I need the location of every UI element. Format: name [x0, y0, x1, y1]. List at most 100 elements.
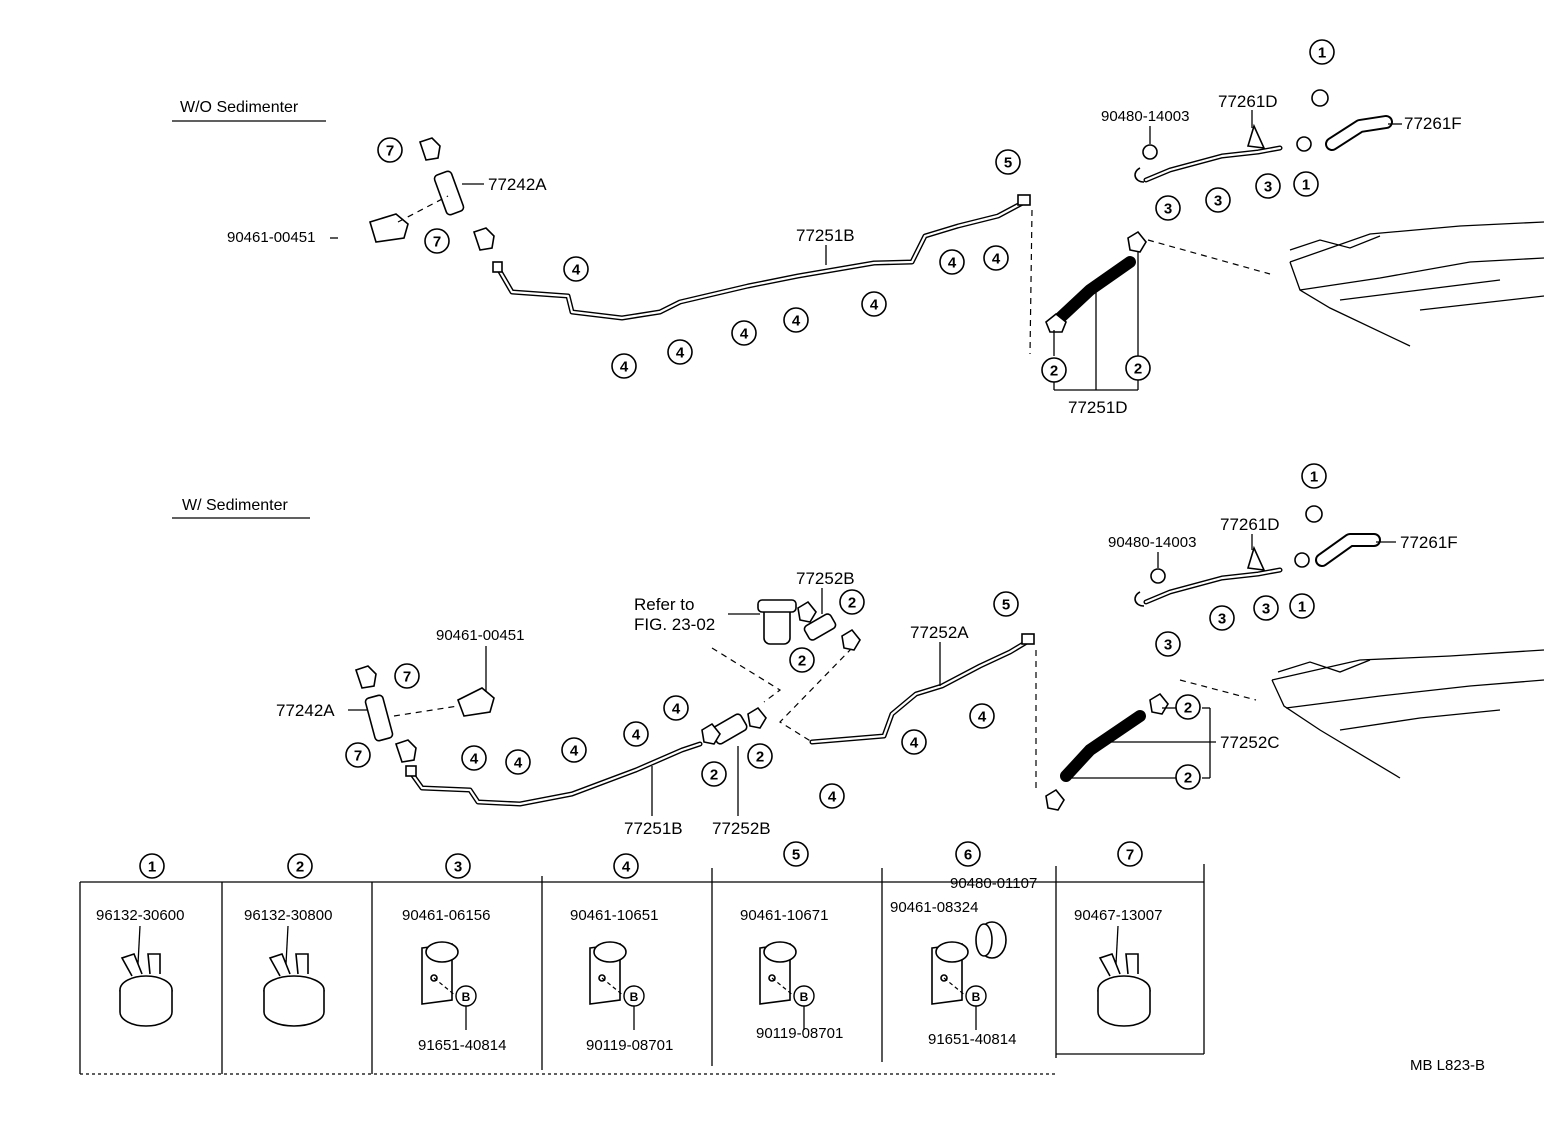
callout-ref-1: 1: [1309, 39, 1335, 65]
refer-to-text: Refer to: [634, 595, 694, 614]
legend-ref-2: 2: [287, 853, 313, 879]
clip-1: [1296, 136, 1312, 152]
label-77242A: 77242A: [276, 701, 335, 720]
callout-ref-4: 4: [461, 745, 487, 771]
label-77251B: 77251B: [796, 226, 855, 245]
svg-text:2: 2: [1134, 361, 1142, 378]
svg-text:2: 2: [296, 859, 304, 876]
legend-part-number: 90461-08324: [890, 899, 978, 916]
callout-ref-4: 4: [861, 291, 887, 317]
svg-text:4: 4: [992, 251, 1001, 268]
svg-text:B: B: [462, 990, 471, 1004]
hose-77252B: [803, 613, 837, 641]
legend-ref-3: 3: [445, 853, 471, 879]
fuel-tank-sketch: [1289, 221, 1544, 347]
legend-ref-1: 1: [139, 853, 165, 879]
svg-text:3: 3: [1164, 637, 1172, 654]
section-heading-with: W/ Sedimenter: [182, 497, 288, 514]
grommet-90480-14003: [1150, 568, 1166, 584]
legend-cells: 196132-30600296132-30800390461-06156B916…: [96, 841, 1162, 1054]
svg-text:4: 4: [828, 789, 837, 806]
clip-2: [747, 706, 767, 729]
svg-text:2: 2: [710, 767, 718, 784]
svg-text:5: 5: [1002, 597, 1010, 614]
legend-bolt-number: 90119-08701: [586, 1037, 673, 1054]
clip-7-upper: [418, 137, 441, 161]
svg-text:4: 4: [910, 735, 919, 752]
label-77261F: 77261F: [1404, 114, 1462, 133]
callout-ref-4: 4: [969, 703, 995, 729]
label-77252B-upper: 77252B: [796, 569, 855, 588]
callout-ref-7: 7: [394, 663, 420, 689]
svg-text:3: 3: [1218, 611, 1226, 628]
hose-77251D: [1054, 256, 1136, 324]
clamp-90461-00451: [456, 687, 495, 717]
label-77252A: 77252A: [910, 623, 969, 642]
legend-table: [79, 864, 1205, 1075]
svg-text:2: 2: [1184, 770, 1192, 787]
svg-text:7: 7: [433, 234, 441, 251]
svg-text:7: 7: [1126, 847, 1134, 864]
label-77242A: 77242A: [488, 175, 547, 194]
svg-text:7: 7: [386, 143, 394, 160]
pipe-end-fitting: [1017, 194, 1031, 206]
callout-ref-3: 3: [1205, 187, 1231, 213]
callout-ref-4: 4: [819, 783, 845, 809]
bolt-marker: B: [623, 985, 645, 1007]
leader-dashed: [397, 195, 449, 223]
svg-text:3: 3: [1164, 201, 1172, 218]
callout-ref-3: 3: [1253, 595, 1279, 621]
svg-text:2: 2: [756, 749, 764, 766]
callout-ref-4: 4: [561, 737, 587, 763]
callout-ref-4: 4: [983, 245, 1009, 271]
clip-2: [797, 600, 817, 623]
legend-bolt-number: 91651-40814: [418, 1037, 506, 1054]
svg-text:B: B: [800, 990, 809, 1004]
legend-bolt-number: 90119-08701: [756, 1025, 843, 1042]
callout-ref-2: 2: [1175, 764, 1201, 790]
legend-bolt-number: 91651-40814: [928, 1031, 1016, 1048]
svg-text:3: 3: [454, 859, 462, 876]
callout-ref-2: 2: [747, 743, 773, 769]
clip-2: [1127, 230, 1147, 253]
svg-text:6: 6: [964, 847, 972, 864]
svg-text:4: 4: [572, 262, 581, 279]
callout-ref-7: 7: [424, 228, 450, 254]
label-77261F: 77261F: [1400, 533, 1458, 552]
svg-text:5: 5: [1004, 155, 1012, 172]
clamp-90461-00451: [369, 213, 409, 243]
callout-ref-7: 7: [345, 742, 371, 768]
bolt-marker: B: [455, 985, 477, 1007]
svg-text:7: 7: [403, 669, 411, 686]
svg-text:3: 3: [1262, 601, 1270, 618]
svg-text:4: 4: [620, 359, 629, 376]
callout-ref-2: 2: [1125, 355, 1151, 381]
clip-1: [1311, 89, 1329, 107]
hose-77242A: [433, 170, 465, 216]
label-77261D: 77261D: [1220, 515, 1280, 534]
clip-7-upper: [354, 665, 377, 689]
clip-2: [841, 628, 861, 651]
svg-text:1: 1: [1318, 45, 1326, 62]
footer-code: MB L823-B: [1410, 1057, 1485, 1074]
svg-text:4: 4: [514, 755, 523, 772]
svg-text:4: 4: [948, 255, 957, 272]
bolt-marker: B: [793, 985, 815, 1007]
clip-1: [1294, 552, 1310, 568]
legend-ref-7: 7: [1117, 841, 1143, 867]
callout-ref-2: 2: [789, 647, 815, 673]
legend-ref-4: 4: [613, 853, 639, 879]
callout-ref-2: 2: [1041, 357, 1067, 383]
svg-text:4: 4: [622, 859, 631, 876]
callout-ref-4: 4: [783, 307, 809, 333]
fuel-pipe-77251B: [409, 741, 703, 807]
legend-part-number: 90461-10671: [740, 907, 828, 924]
clip-1: [1305, 505, 1323, 523]
callout-ref-4: 4: [901, 729, 927, 755]
